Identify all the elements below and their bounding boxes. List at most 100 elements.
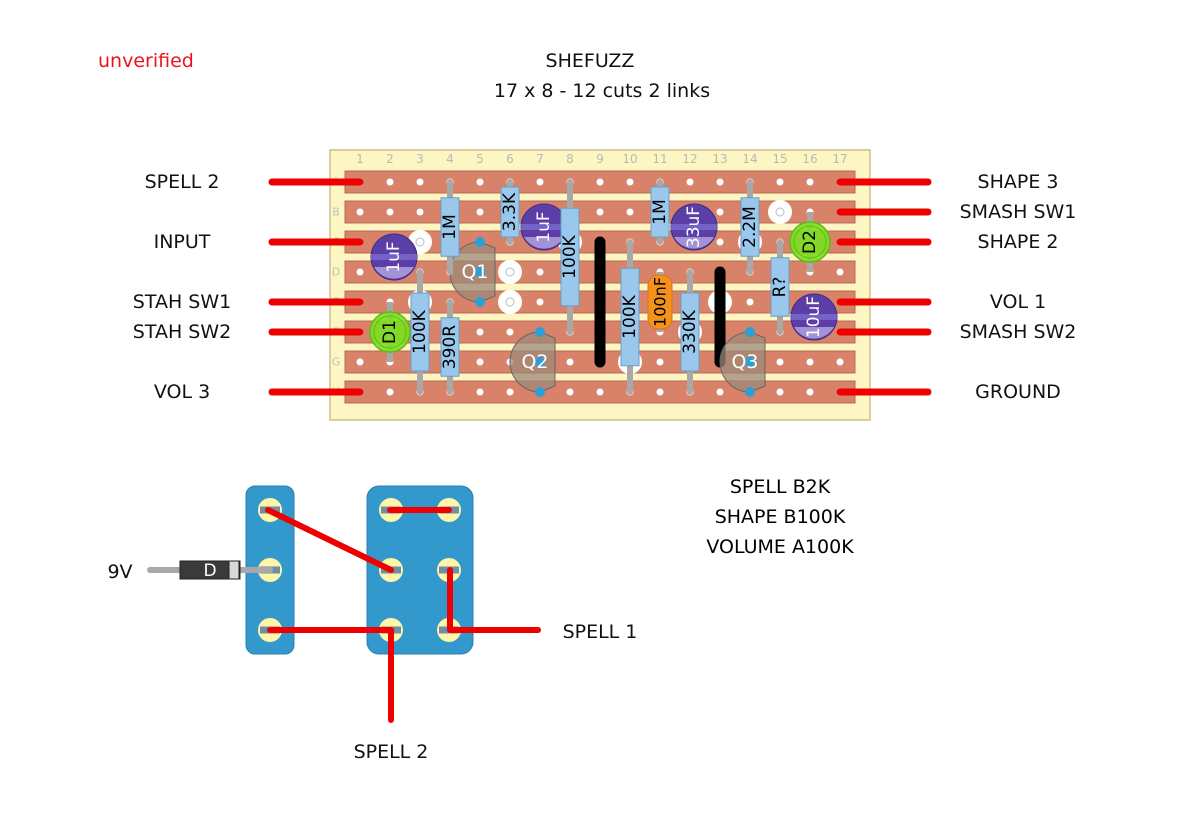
wire xyxy=(265,507,394,573)
resistor-label: 3.3K xyxy=(500,192,520,231)
hole xyxy=(476,328,484,336)
column-number: 10 xyxy=(622,152,637,166)
row-letter: G xyxy=(332,356,341,369)
hole xyxy=(656,388,664,396)
resistor-label: 2.2M xyxy=(740,206,760,248)
hole xyxy=(566,358,574,366)
hole xyxy=(806,388,814,396)
pot-value: SHAPE B100K xyxy=(714,506,846,528)
transistor: Q2 xyxy=(509,327,556,397)
connection-label: SHAPE 3 xyxy=(977,171,1059,193)
electrolytic-capacitor: 1uF xyxy=(370,233,418,281)
connection-label: SHAPE 2 xyxy=(977,231,1059,253)
board-summary: 17 x 8 - 12 cuts 2 links xyxy=(493,80,711,102)
diode: D1 xyxy=(369,302,411,362)
hole xyxy=(386,178,394,186)
resistor: 1M xyxy=(650,179,670,245)
column-number: 4 xyxy=(446,152,454,166)
hole xyxy=(836,358,844,366)
hole xyxy=(476,208,484,216)
resistor-label: 330K xyxy=(680,309,700,353)
hole xyxy=(716,178,724,186)
column-number: 11 xyxy=(652,152,667,166)
resistor-label: R? xyxy=(770,277,790,298)
connection-label: SPELL 2 xyxy=(144,171,220,193)
hole xyxy=(806,358,814,366)
power-diode: D xyxy=(147,560,273,581)
column-number: 9 xyxy=(596,152,604,166)
pot-value: SPELL B2K xyxy=(729,476,831,498)
resistor: 100K xyxy=(560,179,580,335)
track-cut xyxy=(498,260,522,284)
page-title: SHEFUZZ xyxy=(545,50,635,72)
hole xyxy=(656,358,664,366)
hole xyxy=(806,178,814,186)
column-number: 16 xyxy=(802,152,817,166)
hole xyxy=(506,388,514,396)
resistor: 390R xyxy=(440,299,460,395)
hole xyxy=(476,178,484,186)
track-cut-hole xyxy=(505,297,515,307)
column-number: 14 xyxy=(742,152,757,166)
resistor-label: 390R xyxy=(440,325,460,369)
hole xyxy=(746,298,754,306)
diode-label: D2 xyxy=(800,230,820,254)
connection-label: INPUT xyxy=(153,231,211,253)
diode: D2 xyxy=(789,212,831,272)
hole xyxy=(836,268,844,276)
resistor: 3.3K xyxy=(500,179,520,245)
column-number: 8 xyxy=(566,152,574,166)
connection-label: VOL 1 xyxy=(989,291,1047,313)
electrolytic-capacitor: 1uF xyxy=(520,203,568,251)
hole xyxy=(506,328,514,336)
transistor-label: Q3 xyxy=(731,351,758,373)
resistor-label: 100K xyxy=(410,309,430,353)
electrolytic-capacitor: 10uF xyxy=(790,293,838,341)
hole xyxy=(416,178,424,186)
column-number: 12 xyxy=(682,152,697,166)
resistor: 1M xyxy=(440,179,460,275)
column-number: 3 xyxy=(416,152,424,166)
hole xyxy=(776,178,784,186)
hole xyxy=(476,358,484,366)
connection-label: GROUND xyxy=(975,381,1061,403)
capacitor-label: 100nF xyxy=(651,277,670,327)
row-letter: B xyxy=(332,206,340,219)
spell-2-label: SPELL 2 xyxy=(354,741,429,763)
hole xyxy=(476,388,484,396)
resistor: 100K xyxy=(620,239,640,395)
column-number: 15 xyxy=(772,152,787,166)
capacitor-label: 1uF xyxy=(384,241,404,272)
connection-label: VOL 3 xyxy=(153,381,211,403)
connection-label: STAH SW1 xyxy=(132,291,232,313)
resistor-label: 1M xyxy=(440,214,460,239)
track-cut-hole xyxy=(505,267,515,277)
diode-label: D1 xyxy=(380,320,400,344)
hole xyxy=(716,208,724,216)
hole xyxy=(626,178,634,186)
hole xyxy=(416,208,424,216)
hole xyxy=(566,388,574,396)
pot-values: SPELL B2K SHAPE B100K VOLUME A100K xyxy=(706,472,853,562)
hole xyxy=(776,388,784,396)
electrolytic-capacitor: 33uF xyxy=(670,203,718,251)
resistor-label: 100K xyxy=(560,234,580,278)
hole xyxy=(686,178,694,186)
connection-label: SMASH SW2 xyxy=(959,321,1077,343)
capacitor-label: 1uF xyxy=(534,211,554,242)
transistor: Q1 xyxy=(449,237,496,307)
track-cut xyxy=(768,200,792,224)
column-number: 2 xyxy=(386,152,394,166)
hole xyxy=(626,208,634,216)
row-letter: D xyxy=(332,266,340,279)
film-capacitor: 100nF xyxy=(647,272,673,332)
hole xyxy=(716,238,724,246)
spell-1-label: SPELL 1 xyxy=(563,621,638,643)
resistor: 100K xyxy=(410,269,430,395)
hole xyxy=(356,358,364,366)
column-number: 6 xyxy=(506,152,514,166)
transistor-label: Q2 xyxy=(521,351,548,373)
track-cut xyxy=(498,290,522,314)
pot-value: VOLUME A100K xyxy=(706,536,854,558)
